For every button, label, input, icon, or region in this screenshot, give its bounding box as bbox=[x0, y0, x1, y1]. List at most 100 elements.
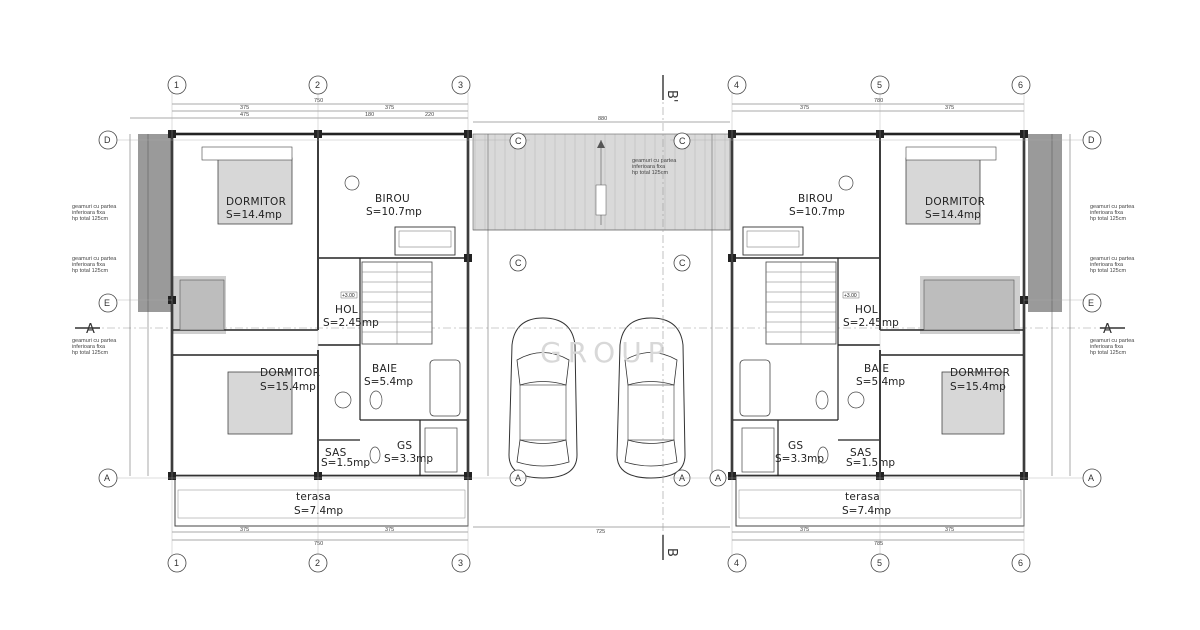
right-washer bbox=[847, 391, 865, 409]
left-window-note-7: geamuri cu partea bbox=[72, 338, 117, 344]
dim-center-top: 880 bbox=[598, 116, 607, 122]
left-baie-area: S=5.4mp bbox=[364, 376, 413, 388]
right-roof-hatch bbox=[1028, 134, 1062, 312]
axis-row-e-left: E bbox=[104, 298, 110, 308]
left-level: +3.00 bbox=[342, 293, 355, 299]
left-dim-e-top: 220 bbox=[425, 112, 434, 118]
dim-center-bottom: 725 bbox=[596, 529, 605, 535]
left-bed-top bbox=[217, 157, 293, 225]
right-bed-bottom bbox=[941, 371, 1005, 435]
left-dim-b-top: 375 bbox=[385, 105, 394, 111]
left-desk-chair bbox=[344, 175, 360, 191]
car-right bbox=[616, 317, 686, 479]
right-dim-overall-top: 780 bbox=[874, 98, 883, 104]
center-note-1: geamuri cu partea bbox=[632, 158, 677, 164]
inner-axis-c-left: C bbox=[515, 258, 522, 268]
axis-row-a-left: A bbox=[104, 473, 110, 483]
left-dim-overall-bottom: 750 bbox=[314, 541, 323, 547]
left-toilet bbox=[369, 390, 383, 410]
left-dim-a-top: 375 bbox=[240, 105, 249, 111]
right-bathtub bbox=[739, 359, 771, 417]
left-dormitor-bottom-name: DORMITOR bbox=[260, 367, 320, 379]
left-hol-area: S=2.45mp bbox=[323, 317, 379, 329]
left-dim-a-bottom: 375 bbox=[240, 527, 249, 533]
right-gs-area: S=3.3mp bbox=[775, 453, 824, 465]
center-note-2: inferioara fixa bbox=[632, 164, 666, 170]
left-sas-name: SAS bbox=[325, 447, 347, 459]
axis-row-c-mid-left: C bbox=[515, 136, 522, 146]
right-stairs bbox=[765, 261, 837, 345]
axis-col-5-bottom: 5 bbox=[877, 558, 882, 568]
right-sas-area: S=1.5mp bbox=[846, 457, 895, 469]
left-terasa-area: S=7.4mp bbox=[294, 505, 343, 517]
left-window-note-6: hp total 125cm bbox=[72, 268, 108, 274]
right-window-note-6: hp total 125cm bbox=[1090, 268, 1126, 274]
right-hol-name: HOL bbox=[855, 304, 878, 316]
inner-axis-c-right: C bbox=[679, 258, 686, 268]
right-wardrobe bbox=[923, 279, 1015, 331]
axis-col-6-bottom: 6 bbox=[1018, 558, 1023, 568]
axis-row-e-right: E bbox=[1088, 298, 1094, 308]
right-dormitor-top-name: DORMITOR bbox=[925, 196, 985, 208]
left-window-note-3: hp total 125cm bbox=[72, 216, 108, 222]
right-gs-name: GS bbox=[788, 440, 803, 452]
right-sas-name: SAS bbox=[850, 447, 872, 459]
left-dim-d-top: 180 bbox=[365, 112, 374, 118]
left-unit: DORMITOR S=14.4mp BIROU S=10.7mp HOL S=2… bbox=[72, 92, 530, 560]
central-roof bbox=[472, 133, 731, 231]
right-terasa-name: terasa bbox=[845, 491, 880, 503]
right-window-note-5: inferioara fixa bbox=[1090, 262, 1124, 268]
axis-bubbles: 1 2 3 1 2 3 4 5 6 4 5 6 D E A C bbox=[98, 75, 1102, 573]
left-birou-name: BIROU bbox=[375, 193, 410, 205]
axis-row-a-inner-right: A bbox=[715, 473, 721, 483]
right-birou-name: BIROU bbox=[798, 193, 833, 205]
left-washer bbox=[334, 391, 352, 409]
right-window-note-4: geamuri cu partea bbox=[1090, 256, 1135, 262]
section-b-bottom: B bbox=[664, 548, 679, 557]
left-terasa-name: terasa bbox=[296, 491, 331, 503]
left-baie-name: BAIE bbox=[372, 363, 397, 375]
axis-col-2-bottom: 2 bbox=[315, 558, 320, 568]
left-roof-hatch bbox=[138, 134, 172, 312]
axis-col-1-top: 1 bbox=[174, 80, 179, 90]
watermark: GROUP bbox=[540, 336, 671, 369]
right-dormitor-bottom-area: S=15.4mp bbox=[950, 381, 1006, 393]
right-terasa-area: S=7.4mp bbox=[842, 505, 891, 517]
right-dim-overall-bottom: 785 bbox=[874, 541, 883, 547]
left-window-note-8: inferioara fixa bbox=[72, 344, 106, 350]
left-dormitor-top-name: DORMITOR bbox=[226, 196, 286, 208]
axis-row-d-left: D bbox=[104, 135, 111, 145]
right-window-note-9: hp total 125cm bbox=[1090, 350, 1126, 356]
left-dormitor-bottom-area: S=15.4mp bbox=[260, 381, 316, 393]
left-window-note-2: inferioara fixa bbox=[72, 210, 106, 216]
center-note-3: hp total 125cm bbox=[632, 170, 668, 176]
left-dim-c-top: 475 bbox=[240, 112, 249, 118]
center-dimensions: 880 725 geamuri cu partea inferioara fix… bbox=[473, 116, 730, 535]
right-window-note-3: hp total 125cm bbox=[1090, 216, 1126, 222]
left-bathtub bbox=[429, 359, 461, 417]
section-b-top: B' bbox=[664, 90, 679, 103]
right-dim-a-top: 375 bbox=[800, 105, 809, 111]
right-dormitor-bottom-name: DORMITOR bbox=[950, 367, 1010, 379]
axis-col-4-bottom: 4 bbox=[734, 558, 739, 568]
right-desk-chair bbox=[838, 175, 854, 191]
left-window-note-4: geamuri cu partea bbox=[72, 256, 117, 262]
axis-col-6-top: 6 bbox=[1018, 80, 1023, 90]
axis-col-1-bottom: 1 bbox=[174, 558, 179, 568]
left-window-note-1: geamuri cu partea bbox=[72, 204, 117, 210]
right-dim-b-top: 375 bbox=[945, 105, 954, 111]
right-birou-area: S=10.7mp bbox=[789, 206, 845, 218]
axis-col-3-top: 3 bbox=[458, 80, 463, 90]
left-dim-overall-top: 750 bbox=[314, 98, 323, 104]
axis-col-3-bottom: 3 bbox=[458, 558, 463, 568]
right-gs-toilet bbox=[817, 446, 829, 464]
axis-col-2-top: 2 bbox=[315, 80, 320, 90]
left-gs-area: S=3.3mp bbox=[384, 453, 433, 465]
left-gs-name: GS bbox=[397, 440, 412, 452]
left-gs-toilet bbox=[369, 446, 381, 464]
right-hol-area: S=2.45mp bbox=[843, 317, 899, 329]
right-level: +3.00 bbox=[844, 293, 857, 299]
axis-row-c-mid-right: C bbox=[679, 136, 686, 146]
right-unit: DORMITOR S=14.4mp BIROU S=10.7mp HOL S=2… bbox=[670, 92, 1135, 560]
